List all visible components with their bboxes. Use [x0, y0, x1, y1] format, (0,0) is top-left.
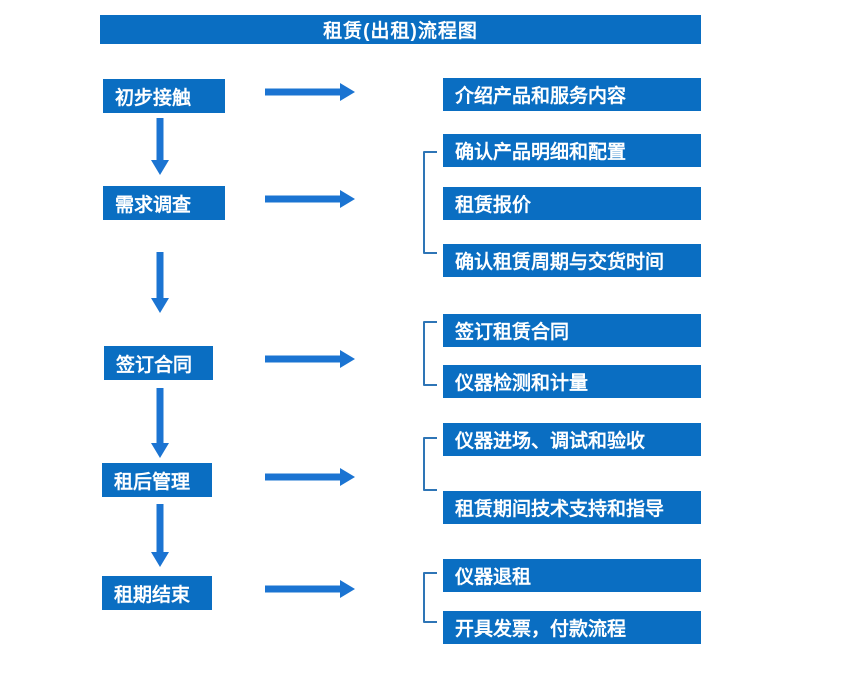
- bracket-post-rental-group: [423, 437, 437, 491]
- arrow-right-sign-contract: [265, 350, 355, 368]
- detail-box-rental-quote: 租赁报价: [443, 187, 701, 220]
- stage-box-demand-survey: 需求调查: [103, 186, 225, 220]
- flowchart-title: 租赁(出租)流程图: [100, 15, 701, 44]
- bracket-sign-contract-group: [423, 321, 437, 386]
- arrow-right-rental-end: [265, 580, 355, 598]
- bracket-rental-end-group: [423, 572, 437, 623]
- stage-box-sign-contract: 签订合同: [104, 346, 213, 380]
- arrow-down-4: [151, 504, 169, 567]
- stage-box-rental-end: 租期结束: [102, 576, 212, 610]
- stage-box-initial-contact: 初步接触: [103, 79, 225, 113]
- stage-box-post-rental-management: 租后管理: [102, 463, 212, 497]
- arrow-right-post-rental: [265, 468, 355, 486]
- detail-box-introduce-products: 介绍产品和服务内容: [443, 78, 701, 111]
- arrow-down-1: [151, 118, 169, 175]
- detail-box-confirm-rental-period: 确认租赁周期与交货时间: [443, 244, 701, 277]
- detail-box-technical-support: 租赁期间技术支持和指导: [443, 491, 701, 524]
- detail-box-confirm-product-details: 确认产品明细和配置: [443, 134, 701, 167]
- arrow-down-2: [151, 252, 169, 313]
- detail-box-sign-rental-contract: 签订租赁合同: [443, 314, 701, 347]
- detail-box-invoice-payment: 开具发票，付款流程: [443, 611, 701, 644]
- detail-box-instrument-setup: 仪器进场、调试和验收: [443, 423, 701, 456]
- detail-box-instrument-inspection: 仪器检测和计量: [443, 365, 701, 398]
- detail-box-instrument-return: 仪器退租: [443, 559, 701, 592]
- arrow-down-3: [151, 388, 169, 458]
- arrow-right-initial-contact: [265, 83, 355, 101]
- bracket-demand-survey-group: [423, 151, 437, 254]
- arrow-right-demand-survey: [265, 190, 355, 208]
